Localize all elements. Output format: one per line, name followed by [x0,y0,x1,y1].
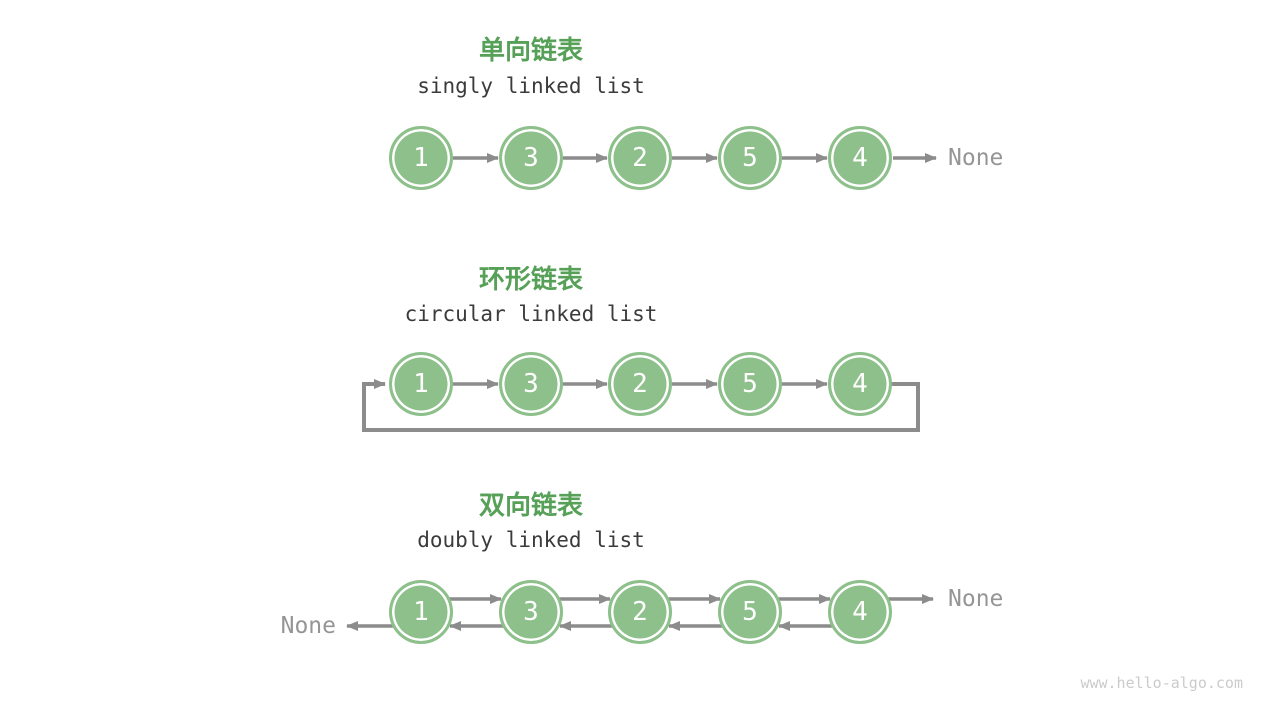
node-value: 2 [632,597,648,627]
doubly-node: 4 [828,580,892,644]
node-value: 4 [852,597,868,627]
doubly-tail-none-label: None [948,586,1004,612]
doubly-head-none-label: None [280,613,336,639]
circular-node: 4 [828,352,892,416]
singly-none-label: None [948,145,1004,171]
node-value: 2 [632,143,648,173]
circular-loop-arrow [362,379,920,432]
singly-node: 2 [608,126,672,190]
node-value: 3 [523,597,539,627]
circular-node: 5 [718,352,782,416]
section-title-zh-doubly: 双向链表 [478,491,583,521]
node-value: 1 [413,143,429,173]
doubly-node: 2 [608,580,672,644]
circular-node: 1 [389,352,453,416]
section-title-zh-circular: 环形链表 [478,265,583,295]
circular-node: 2 [608,352,672,416]
node-value: 1 [413,369,429,399]
node-value: 4 [852,369,868,399]
doubly-node: 5 [718,580,782,644]
node-value: 5 [742,597,758,627]
node-value: 5 [742,369,758,399]
singly-node: 5 [718,126,782,190]
node-value: 3 [523,369,539,399]
node-value: 3 [523,143,539,173]
singly-node: 3 [499,126,563,190]
section-title-en-circular: circular linked list [404,302,658,326]
doubly-node: 1 [389,580,453,644]
singly-node: 1 [389,126,453,190]
section-title-en-doubly: doubly linked list [417,528,645,552]
node-value: 2 [632,369,648,399]
watermark: www.hello-algo.com [1080,674,1243,692]
section-title-en-singly: singly linked list [417,74,645,98]
node-value: 4 [852,143,868,173]
circular-node: 3 [499,352,563,416]
node-value: 1 [413,597,429,627]
section-title-zh-singly: 单向链表 [478,36,583,66]
node-value: 5 [742,143,758,173]
doubly-node: 3 [499,580,563,644]
singly-node: 4 [828,126,892,190]
